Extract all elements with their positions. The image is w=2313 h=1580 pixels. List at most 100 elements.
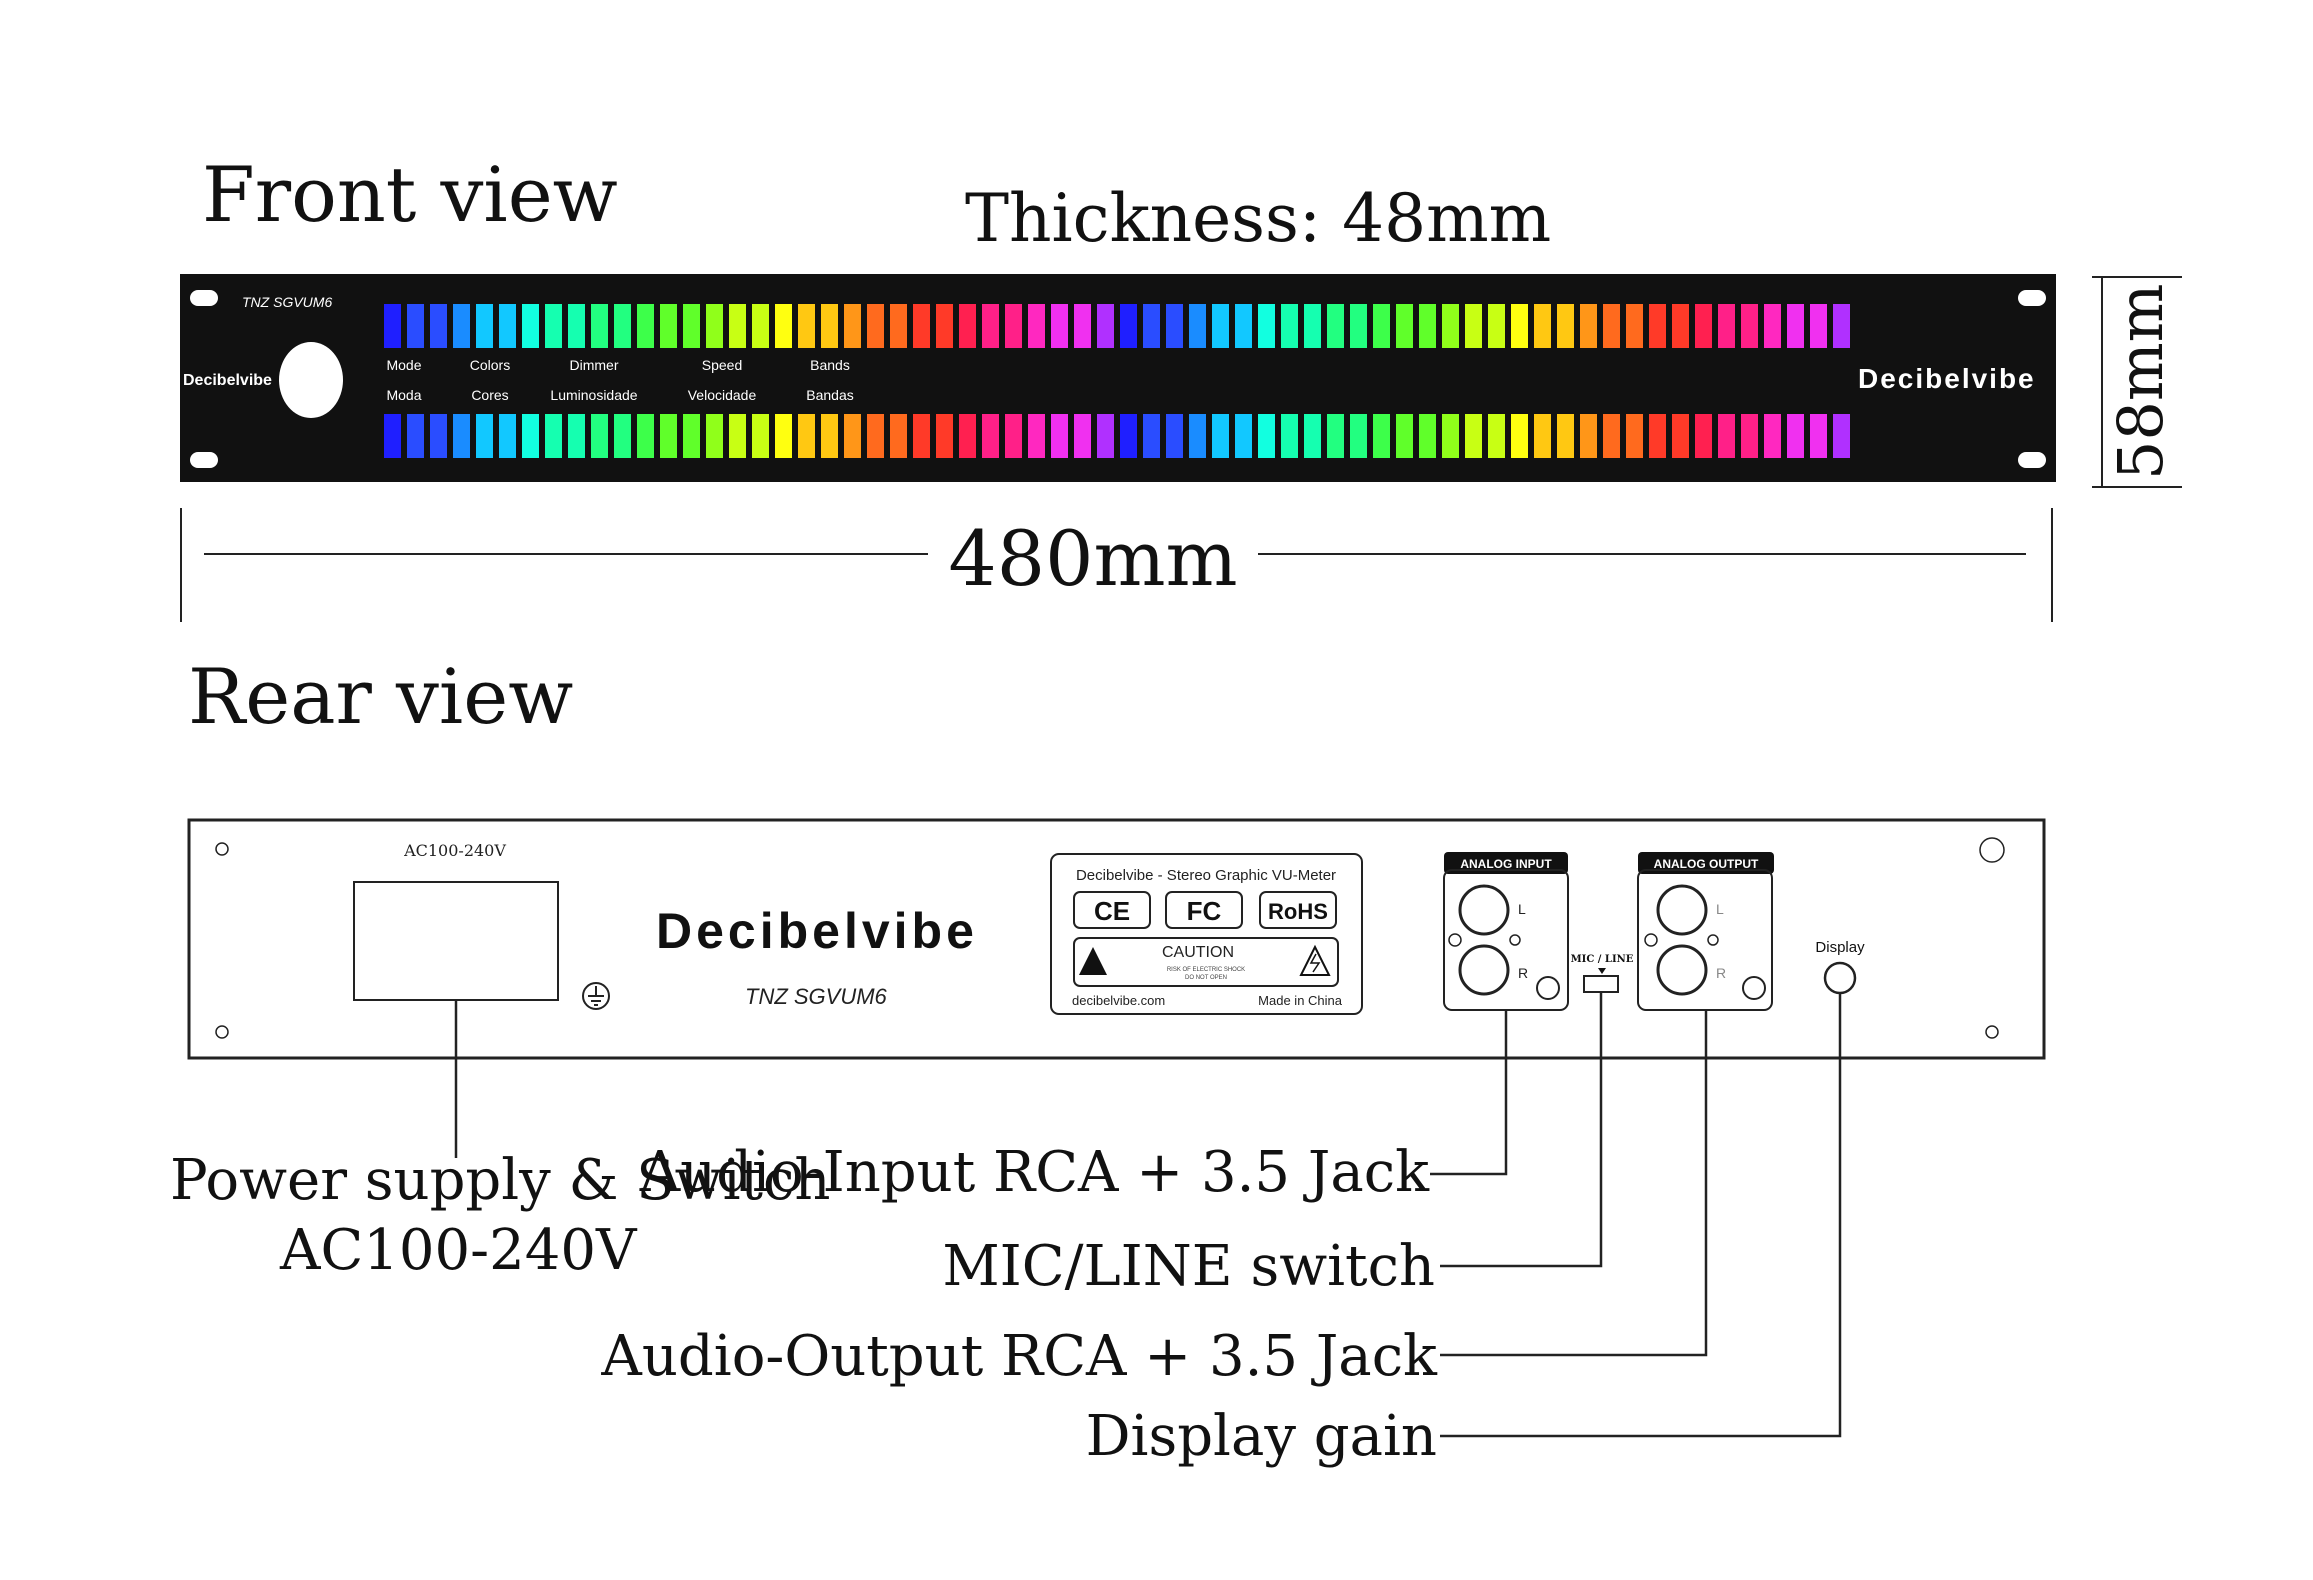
- arrow-down-icon: [1598, 968, 1606, 974]
- plate-origin: Made in China: [1258, 993, 1343, 1008]
- vu-bar: [775, 304, 792, 348]
- rca-output-l[interactable]: [1656, 884, 1708, 936]
- channel-l-label: L: [1716, 901, 1724, 917]
- vu-bar: [1465, 304, 1482, 348]
- vu-bar: [1028, 304, 1045, 348]
- vu-bar: [1787, 304, 1804, 348]
- vu-bar: [1695, 304, 1712, 348]
- vu-bar: [1741, 414, 1758, 458]
- callout-lines: [454, 992, 1842, 1438]
- front-brand-small: Decibelvibe: [183, 372, 272, 389]
- power-socket[interactable]: [353, 881, 559, 1001]
- vu-bar: [936, 414, 953, 458]
- vu-bar: [1557, 414, 1574, 458]
- vu-bar: [1764, 414, 1781, 458]
- vu-bar: [1419, 414, 1436, 458]
- vu-bar: [913, 414, 930, 458]
- vu-bar: [476, 414, 493, 458]
- rack-hole: [2018, 452, 2046, 468]
- vu-bar: [1396, 414, 1413, 458]
- vu-bar: [1810, 414, 1827, 458]
- ground-icon: [582, 982, 610, 1010]
- vu-bar: [1005, 304, 1022, 348]
- vu-bar: [1143, 304, 1160, 348]
- vu-bar: [545, 304, 562, 348]
- vu-bar: [890, 414, 907, 458]
- vu-bar: [660, 304, 677, 348]
- vu-bar: [683, 304, 700, 348]
- rca-input-r[interactable]: [1458, 944, 1510, 996]
- vu-bar: [821, 414, 838, 458]
- vu-bar: [752, 304, 769, 348]
- vu-bar: [384, 304, 401, 348]
- vu-bar: [637, 304, 654, 348]
- vu-bar: [1695, 414, 1712, 458]
- vu-bar: [959, 304, 976, 348]
- callout-mic-line: MIC/LINE switch: [942, 1234, 1435, 1299]
- vu-bar: [568, 414, 585, 458]
- caution-text: CAUTION: [1162, 944, 1234, 961]
- vu-bar: [591, 414, 608, 458]
- rear-model: TNZ SGVUM6: [745, 984, 888, 1009]
- vu-bar: [936, 304, 953, 348]
- plate-website: decibelvibe.com: [1072, 993, 1165, 1008]
- height-dimension: [2092, 276, 2182, 488]
- mic-line-label: MIC / LINE: [1571, 954, 1634, 965]
- rca-input-l[interactable]: [1458, 884, 1510, 936]
- vu-bar: [591, 304, 608, 348]
- vu-bar: [453, 304, 470, 348]
- control-knob[interactable]: [279, 342, 343, 418]
- mic-line-switch[interactable]: [1583, 975, 1619, 993]
- screw-hole: [215, 1025, 229, 1039]
- vu-bar: [982, 414, 999, 458]
- vu-bar: [1580, 304, 1597, 348]
- vu-bar: [729, 414, 746, 458]
- display-label: Display: [1815, 939, 1865, 956]
- vu-bar: [752, 414, 769, 458]
- vu-bar: [1304, 414, 1321, 458]
- vu-bar: [1212, 304, 1229, 348]
- vu-bar: [1672, 414, 1689, 458]
- vu-bar: [844, 304, 861, 348]
- callout-display-gain: Display gain: [1085, 1404, 1437, 1469]
- vu-bar: [407, 304, 424, 348]
- jack-input[interactable]: [1536, 976, 1560, 1000]
- control-label-en: Colors: [470, 357, 510, 373]
- warning-line1: RISK OF ELECTRIC SHOCK: [1167, 967, 1245, 973]
- rohs-mark: RoHS: [1268, 899, 1328, 924]
- vu-bar: [890, 304, 907, 348]
- vu-bar: [1051, 414, 1068, 458]
- rca-output-r[interactable]: [1656, 944, 1708, 996]
- rear-panel: AC100-240V Decibelvibe TNZ SGVUM6 Decibe…: [187, 818, 2046, 1060]
- label-plate: Decibelvibe - Stereo Graphic VU-Meter CE…: [1050, 853, 1363, 1015]
- vu-bar: [1051, 304, 1068, 348]
- vu-bar: [1511, 304, 1528, 348]
- vu-bar: [499, 304, 516, 348]
- vu-bar: [1741, 304, 1758, 348]
- control-label-en: Speed: [702, 357, 742, 373]
- vu-bar: [1120, 414, 1137, 458]
- jack-output[interactable]: [1742, 976, 1766, 1000]
- vu-bar: [1005, 414, 1022, 458]
- control-label-en: Mode: [386, 357, 421, 373]
- vu-bar: [1350, 304, 1367, 348]
- vu-bar: [1833, 304, 1850, 348]
- control-label-pt: Moda: [386, 387, 421, 403]
- vu-bar: [1373, 414, 1390, 458]
- vu-bar: [1442, 414, 1459, 458]
- vu-bar: [1258, 414, 1275, 458]
- vu-bar: [453, 414, 470, 458]
- height-dim-text: 58mm: [2104, 284, 2177, 480]
- vu-bar: [913, 304, 930, 348]
- vu-bar: [1396, 304, 1413, 348]
- vu-bar: [1166, 414, 1183, 458]
- vu-bar: [660, 414, 677, 458]
- vu-bar: [384, 414, 401, 458]
- plate-title: Decibelvibe - Stereo Graphic VU-Meter: [1076, 867, 1336, 884]
- vu-bar: [1327, 304, 1344, 348]
- vu-bars-top: [384, 304, 1850, 348]
- vu-bar: [706, 304, 723, 348]
- vu-bar: [1649, 304, 1666, 348]
- vu-bar: [407, 414, 424, 458]
